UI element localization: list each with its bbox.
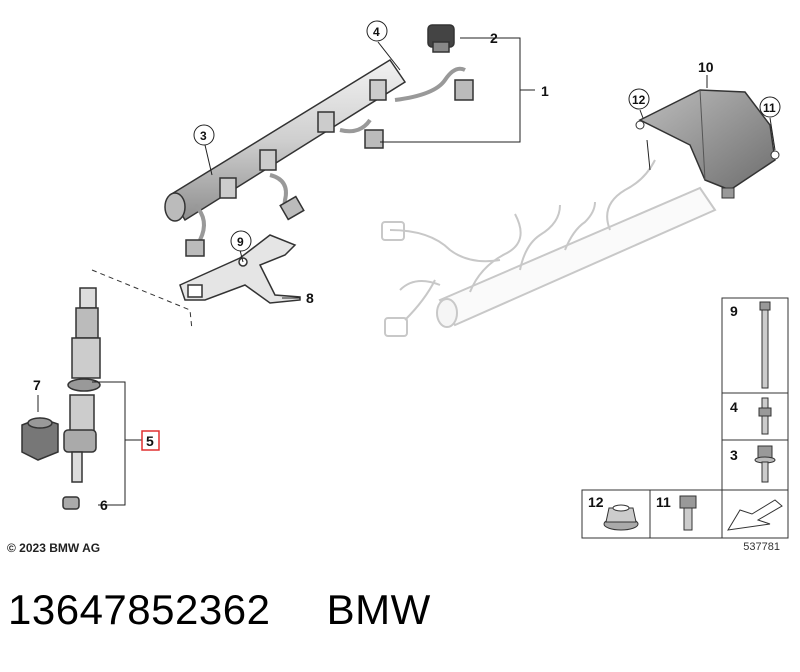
legend-12: 12 bbox=[588, 494, 604, 510]
copyright-notice: © 2023 BMW AG bbox=[7, 541, 101, 555]
diagram-reference-code: 537781 bbox=[743, 541, 780, 553]
legend-stud-long bbox=[759, 301, 771, 389]
callout-8[interactable]: 8 bbox=[306, 290, 314, 306]
callout-1[interactable]: 1 bbox=[541, 83, 549, 99]
ghost-rail-assembly bbox=[381, 159, 717, 337]
legend-arrow-symbol bbox=[721, 489, 789, 539]
callout-9-circle bbox=[230, 230, 252, 252]
pressure-sensor-part bbox=[427, 24, 455, 53]
callout-11-circle bbox=[759, 96, 781, 118]
legend-3: 3 bbox=[730, 447, 738, 463]
product-footer: 13647852362 BMW bbox=[8, 586, 431, 634]
callout-3-circle bbox=[193, 124, 215, 146]
callout-5[interactable]: 5 bbox=[146, 433, 154, 449]
routing-dashed-line bbox=[91, 269, 193, 331]
seal-ring-part bbox=[62, 496, 80, 510]
callout-10[interactable]: 10 bbox=[698, 59, 714, 75]
callout-7[interactable]: 7 bbox=[33, 377, 41, 393]
callout-2[interactable]: 2 bbox=[490, 30, 498, 46]
legend-4: 4 bbox=[730, 399, 738, 415]
callout-6[interactable]: 6 bbox=[100, 497, 108, 513]
callout-4[interactable]: 4 bbox=[373, 25, 380, 39]
callout-3[interactable]: 3 bbox=[200, 129, 207, 143]
callout-11[interactable]: 11 bbox=[763, 101, 776, 115]
leader-lines bbox=[37, 37, 776, 506]
part-number: 13647852362 bbox=[8, 586, 271, 633]
callout-4-circle bbox=[366, 20, 388, 42]
sleeve-part bbox=[21, 417, 59, 461]
callout-12-circle bbox=[628, 88, 650, 110]
legend-stud-short bbox=[758, 397, 772, 435]
injector-part bbox=[63, 287, 101, 483]
brand-name: BMW bbox=[326, 586, 431, 633]
callout-9[interactable]: 9 bbox=[237, 235, 244, 249]
fuel-rail-part bbox=[164, 58, 474, 257]
bracket-plate-part bbox=[179, 234, 301, 304]
legend-hex-bolt bbox=[679, 495, 697, 531]
legend-11: 11 bbox=[656, 494, 671, 510]
parts-diagram: 1 2 3 4 5 6 7 8 9 10 11 12 9 4 3 12 11 bbox=[21, 20, 789, 539]
legend-bolt-flange bbox=[754, 445, 776, 483]
callout-5-highlight-box bbox=[141, 430, 160, 451]
legend-9: 9 bbox=[730, 303, 738, 319]
callout-12[interactable]: 12 bbox=[632, 93, 646, 107]
heat-shield-part bbox=[635, 89, 780, 199]
legend-flange-nut bbox=[603, 504, 639, 531]
